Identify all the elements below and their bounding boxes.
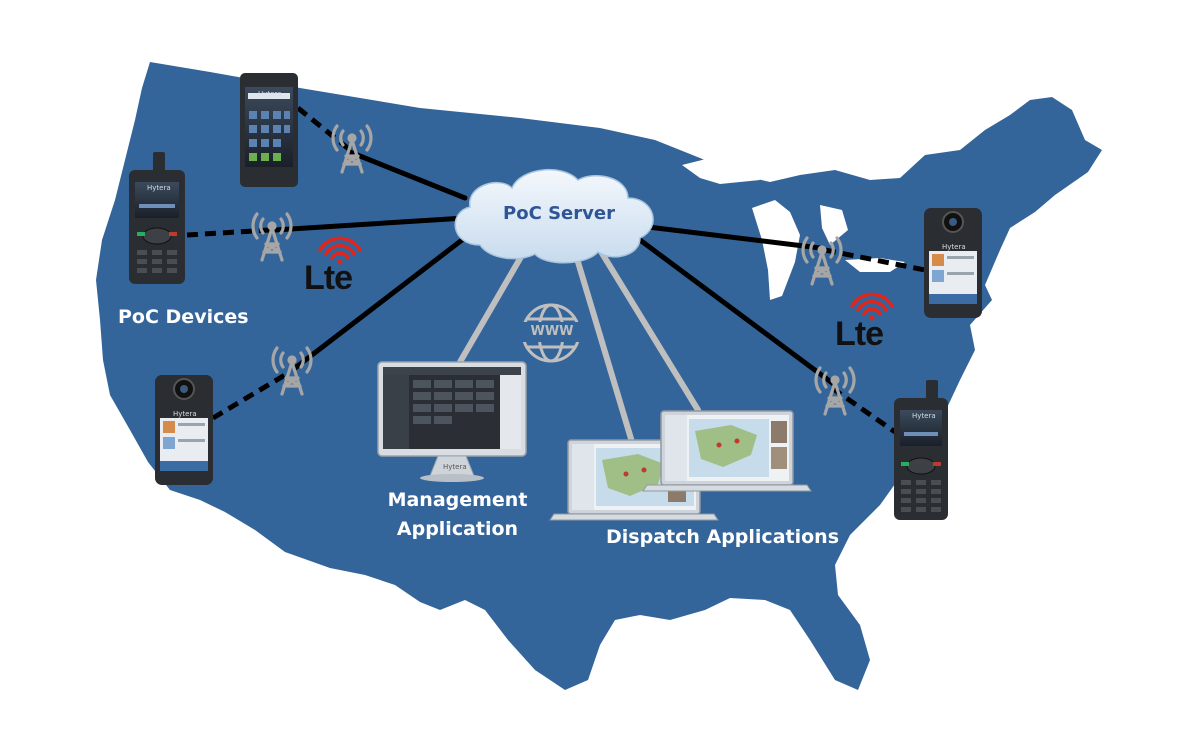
device-brand-text: Hytera xyxy=(258,90,282,98)
lte-backhaul-links xyxy=(272,149,838,388)
dispatch-laptop xyxy=(642,410,812,492)
cloud-server-icon xyxy=(454,168,654,264)
management-monitor xyxy=(377,361,527,482)
www-label: WWW xyxy=(530,324,574,339)
management-application-label: Management Application xyxy=(380,486,535,544)
management-label-line2: Application xyxy=(396,518,519,540)
body-camera-device xyxy=(155,375,213,485)
poc-server-label: PoC Server xyxy=(503,203,615,224)
body-camera-device xyxy=(924,208,982,318)
handheld-radio-device xyxy=(894,380,948,520)
lte-signal-icon xyxy=(318,236,894,321)
device-brand-text: Hytera xyxy=(942,243,966,251)
handheld-radio-device xyxy=(129,152,185,284)
device-brand-text: Hytera xyxy=(443,463,467,471)
tower-icon xyxy=(251,124,856,416)
dispatch-applications-label: Dispatch Applications xyxy=(606,526,840,548)
device-brand-text: Hytera xyxy=(173,410,197,418)
device-brand-text: Hytera xyxy=(147,184,171,192)
great-lakes xyxy=(682,158,905,300)
smartphone-device xyxy=(240,73,298,187)
management-label-line1: Management xyxy=(387,489,528,511)
poc-devices-label: PoC Devices xyxy=(118,306,249,328)
lte-logo: Lte xyxy=(304,259,353,297)
device-brand-text: Hytera xyxy=(912,412,936,420)
internet-links xyxy=(457,247,701,445)
usa-map xyxy=(96,62,1102,690)
lte-logo: Lte xyxy=(835,315,884,353)
